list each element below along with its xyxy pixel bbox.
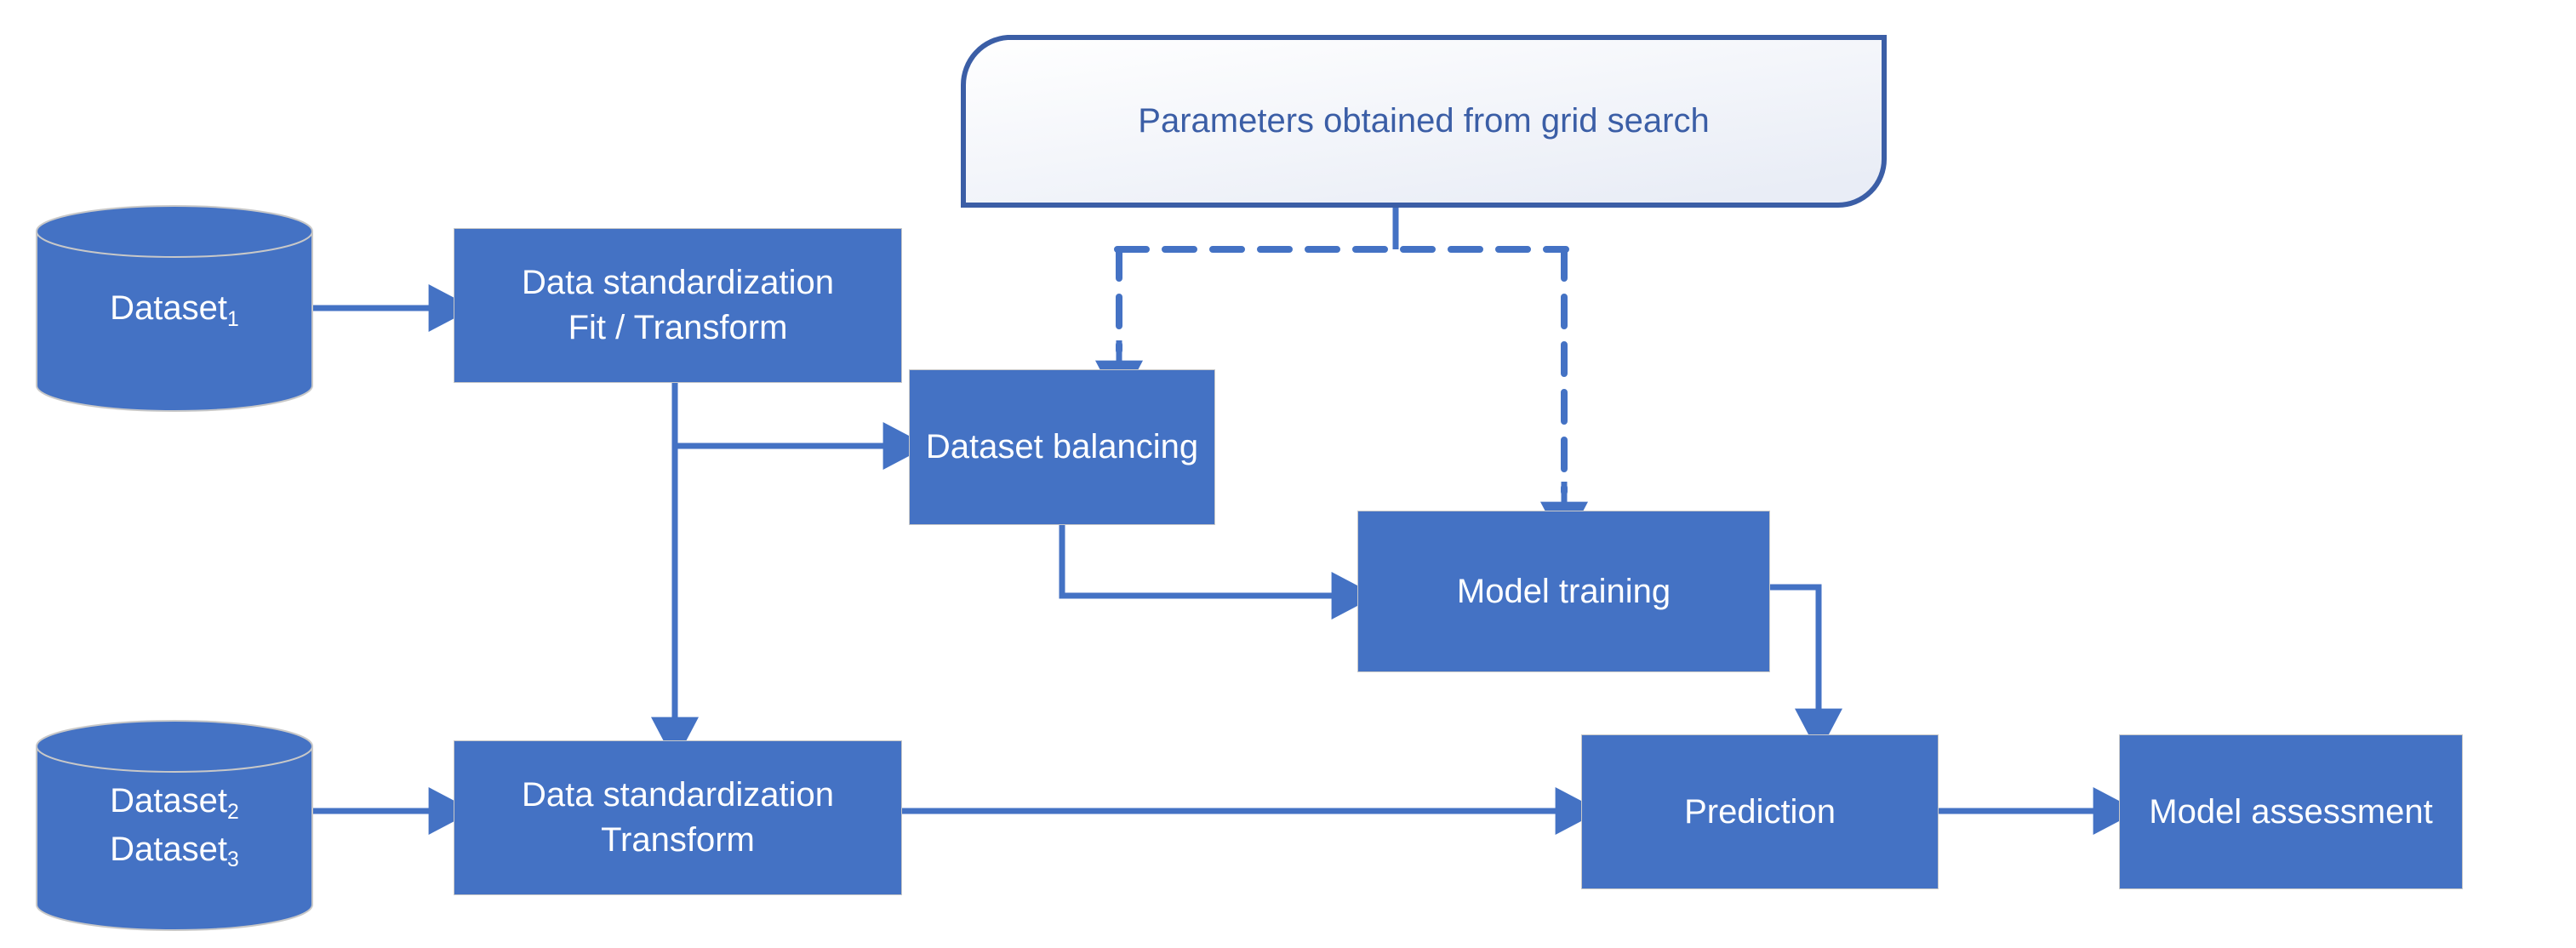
node-dataset23[interactable]: Dataset2 Dataset3 (34, 719, 315, 932)
node-prediction[interactable]: Prediction (1581, 734, 1939, 889)
cylinder-shape (36, 720, 313, 931)
cylinder-shape (36, 205, 313, 412)
node-assessment[interactable]: Model assessment (2119, 734, 2463, 889)
edge-standardize-fit-to-balancing (671, 383, 928, 470)
node-standardize-transform[interactable]: Data standardization Transform (454, 740, 902, 895)
node-training[interactable]: Model training (1357, 511, 1770, 672)
edge-balancing-to-training (1059, 525, 1377, 620)
node-standardize-fit[interactable]: Data standardization Fit / Transform (454, 228, 902, 383)
rounded-diagonal-shape (960, 35, 1887, 208)
edge-training-to-prediction (1770, 584, 1842, 754)
node-dataset1[interactable]: Dataset1 (34, 204, 315, 413)
node-grid-search-callout[interactable]: Parameters obtained from grid search (960, 34, 1888, 208)
node-balancing[interactable]: Dataset balancing (909, 369, 1215, 525)
